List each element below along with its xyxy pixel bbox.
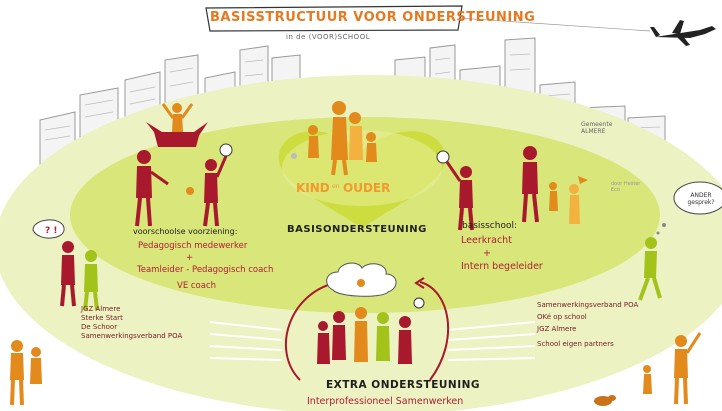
center-label-en: en — [332, 183, 340, 190]
basisschool-heading: basisschool: — [462, 221, 517, 231]
page-title: BASISSTRUCTUUR VOOR ONDERSTEUNING — [210, 10, 536, 25]
center-label-ouder: OUDER — [343, 181, 391, 195]
magnifier-icon-right — [436, 150, 462, 182]
bottom-left-people — [10, 340, 42, 406]
left-partner-2: Sterke Start — [81, 314, 123, 322]
question-marks: ? ! — [45, 226, 58, 236]
extra-ondersteuning-label: EXTRA ONDERSTEUNING — [326, 379, 481, 391]
extra-circle — [284, 281, 450, 381]
airplane-icon — [650, 20, 716, 46]
basisondersteuning-label: BASISONDERSTEUNING — [287, 224, 427, 235]
voorschool-line-2: Teamleider - Pedagogisch coach — [137, 265, 274, 275]
person-in-box — [146, 103, 208, 147]
voorschool-line-1: Pedagogisch medewerker — [138, 241, 248, 251]
bottom-right-people — [594, 332, 702, 406]
extra-support-group — [317, 297, 425, 364]
interprofessioneel-label: Interprofessioneel Samenwerken — [307, 396, 464, 407]
right-partner-3: JGZ Almere — [537, 325, 577, 333]
center-label-kind: KIND — [296, 181, 330, 195]
magnifier-icon — [186, 143, 233, 195]
basisschool-plus: + — [483, 248, 491, 259]
left-partner-3: De Schoor — [81, 323, 118, 331]
professionals-right — [458, 146, 539, 231]
walking-figure — [638, 181, 722, 301]
voorschool-plus: + — [186, 253, 194, 263]
right-partner-2: OKé op school — [537, 313, 587, 321]
professionals-left — [135, 150, 228, 227]
left-partner-1: JGZ Almere — [81, 305, 121, 313]
right-partner-1: Samenwerkingsverband POA — [537, 301, 639, 309]
child-with-flag-right — [549, 176, 588, 224]
right-partner-4: School eigen partners — [537, 340, 614, 348]
basisschool-line-1: Leerkracht — [461, 235, 512, 246]
page-subtitle: in de (VOOR)SCHOOL — [286, 33, 371, 41]
arrows-left — [209, 321, 283, 361]
left-partner-4: Samenwerkingsverband POA — [81, 332, 183, 340]
left-side-pair — [32, 219, 99, 311]
speech-bubble-text: ANDER gesprek? — [687, 192, 715, 207]
voorschool-heading: voorschoolse voorziening: — [133, 227, 238, 236]
arrows-right — [447, 321, 536, 361]
title-banner — [205, 5, 463, 32]
basisschool-line-2: Intern begeleider — [461, 261, 543, 272]
family-figures — [291, 101, 377, 176]
artist-credit: door Hester Eco — [611, 181, 641, 193]
voorschool-line-3: VE coach — [177, 281, 217, 291]
building-sign: Gemeente ALMERE — [581, 121, 613, 136]
